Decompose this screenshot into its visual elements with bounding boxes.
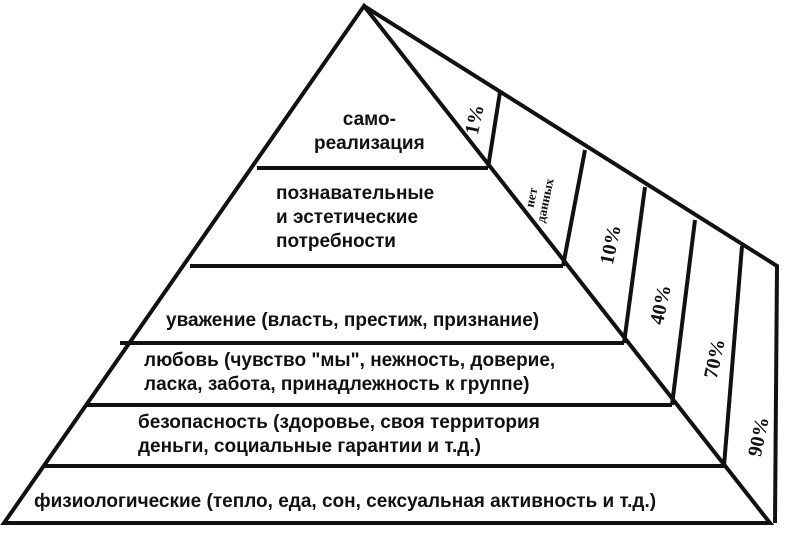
- level-esteem: уважение (власть, престиж, признание): [166, 309, 539, 333]
- side-divider-2: [561, 149, 587, 267]
- level-line: любовь (чувство "мы", нежность, доверие,: [144, 350, 556, 371]
- level-line: уважение (власть, престиж, признание): [166, 310, 540, 331]
- level-line: реализация: [314, 133, 425, 154]
- pct-text: 1%: [461, 102, 489, 137]
- level-line: потребности: [276, 231, 396, 252]
- side-divider-1: [486, 91, 502, 169]
- level-self-actualization: само- реализация: [314, 108, 425, 156]
- level-cognitive-aesthetic: познавательные и эстетические потребност…: [276, 182, 434, 254]
- level-line: безопасность (здоровье, своя территория: [138, 412, 540, 433]
- level-line: деньги, социальные гарантии и т.д.): [138, 436, 481, 457]
- level-line: и эстетические: [276, 207, 419, 228]
- level-safety: безопасность (здоровье, своя территория …: [138, 411, 540, 459]
- level-physiological: физиологические (тепло, еда, сон, сексуа…: [34, 490, 656, 514]
- side-divider-3: [622, 186, 647, 344]
- level-love: любовь (чувство "мы", нежность, доверие,…: [144, 349, 555, 397]
- level-line: физиологические (тепло, еда, сон, сексуа…: [34, 491, 657, 512]
- level-line: познавательные: [276, 183, 435, 204]
- pyramid-outline: [0, 2, 775, 525]
- level-line: ласка, забота, принадлежность к группе): [144, 374, 530, 395]
- side-divider-4: [670, 219, 697, 406]
- level-line: само-: [342, 109, 396, 130]
- side-divider-5: [722, 245, 744, 467]
